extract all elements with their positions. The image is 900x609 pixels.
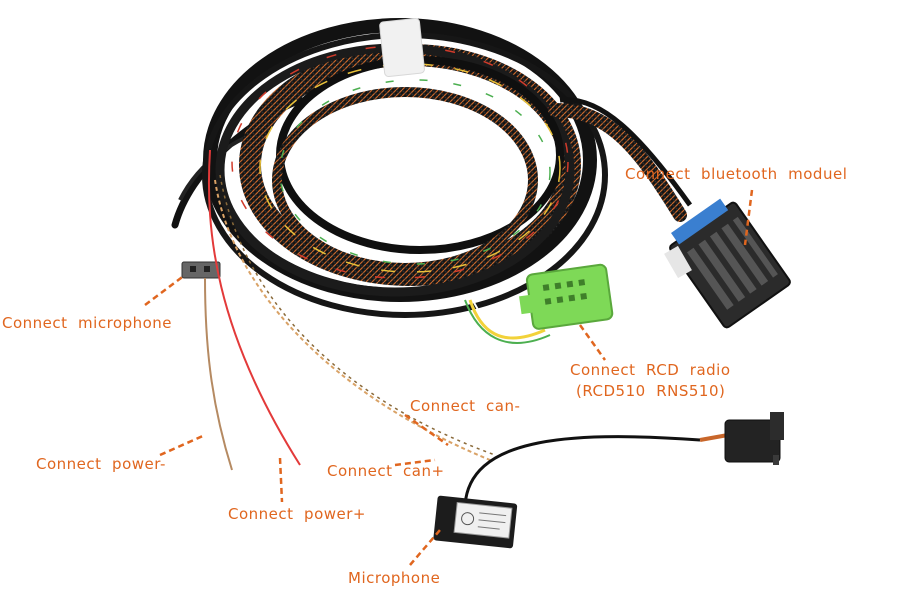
label-connect-microphone: Connect microphone	[2, 314, 173, 332]
label-connect-rcd-line1: Connect RCD radio	[570, 361, 731, 379]
label-connect-bluetooth: Connect bluetooth moduel	[625, 165, 848, 183]
label-microphone: Microphone	[348, 569, 441, 587]
label-connect-can-plus: Connect can+	[327, 462, 445, 480]
label-connect-power-minus: Connect power-	[36, 455, 166, 473]
label-connect-rcd-line2: (RCD510 RNS510)	[576, 382, 726, 400]
label-connect-power-plus: Connect power+	[228, 505, 366, 523]
label-connect-can-minus: Connect can-	[410, 397, 521, 415]
